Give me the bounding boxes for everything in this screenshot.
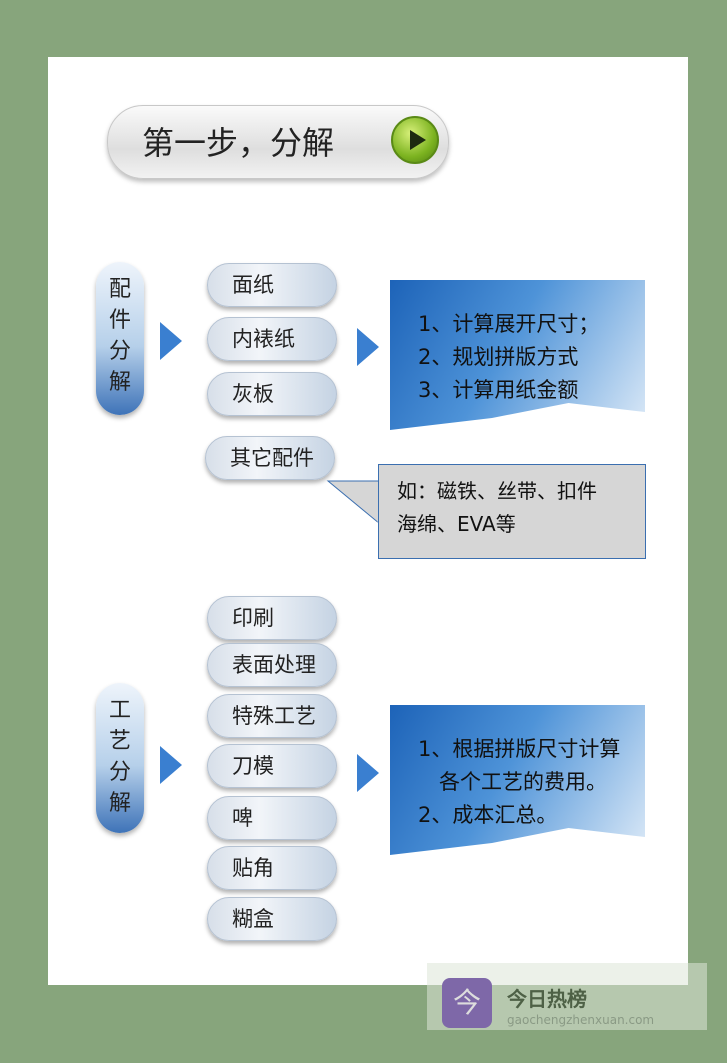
category-process: 工艺分解 xyxy=(96,683,144,833)
arrow-right-icon xyxy=(357,328,379,366)
item-inner-paper: 内裱纸 xyxy=(207,317,337,361)
watermark-logo: 今 xyxy=(442,978,492,1028)
item-grey-board: 灰板 xyxy=(207,372,337,416)
item-corner: 贴角 xyxy=(207,846,337,890)
item-face-paper: 面纸 xyxy=(207,263,337,307)
item-other-parts: 其它配件 xyxy=(205,436,335,480)
arrow-right-icon xyxy=(357,754,379,792)
category-label: 配件分解 xyxy=(109,277,132,395)
note-line: 1、计算展开尺寸； xyxy=(418,312,600,336)
play-icon[interactable] xyxy=(391,116,439,164)
callout-line: 海绵、EVA等 xyxy=(397,512,516,536)
callout-line: 如：磁铁、丝带、扣件 xyxy=(397,479,597,503)
note-line: 1、根据拼版尺寸计算 xyxy=(418,737,621,761)
item-special: 特殊工艺 xyxy=(207,694,337,738)
notes-banner-1: 1、计算展开尺寸； 2、规划拼版方式 3、计算用纸金额 xyxy=(390,280,645,430)
watermark-name: 今日热榜 xyxy=(507,987,587,1011)
category-accessories: 配件分解 xyxy=(96,262,144,415)
category-label: 工艺分解 xyxy=(109,698,132,816)
item-punch: 啤 xyxy=(207,796,337,840)
watermark-url: gaochengzhenxuan.com xyxy=(507,1013,655,1027)
item-surface: 表面处理 xyxy=(207,643,337,687)
callout-pointer xyxy=(326,480,381,526)
note-line: 3、计算用纸金额 xyxy=(418,378,579,402)
item-gluing: 糊盒 xyxy=(207,897,337,941)
arrow-right-icon xyxy=(160,746,182,784)
item-printing: 印刷 xyxy=(207,596,337,640)
arrow-right-icon xyxy=(160,322,182,360)
page-title: 第一步，分解 xyxy=(142,124,335,162)
note-line: 2、规划拼版方式 xyxy=(418,345,579,369)
examples-callout: 如：磁铁、丝带、扣件 海绵、EVA等 xyxy=(378,464,646,559)
watermark: 今 今日热榜 gaochengzhenxuan.com xyxy=(427,963,707,1030)
note-line: 2、成本汇总。 xyxy=(418,803,558,827)
item-die: 刀模 xyxy=(207,744,337,788)
note-line: 各个工艺的费用。 xyxy=(418,770,607,794)
notes-banner-2: 1、根据拼版尺寸计算 各个工艺的费用。 2、成本汇总。 xyxy=(390,705,645,855)
